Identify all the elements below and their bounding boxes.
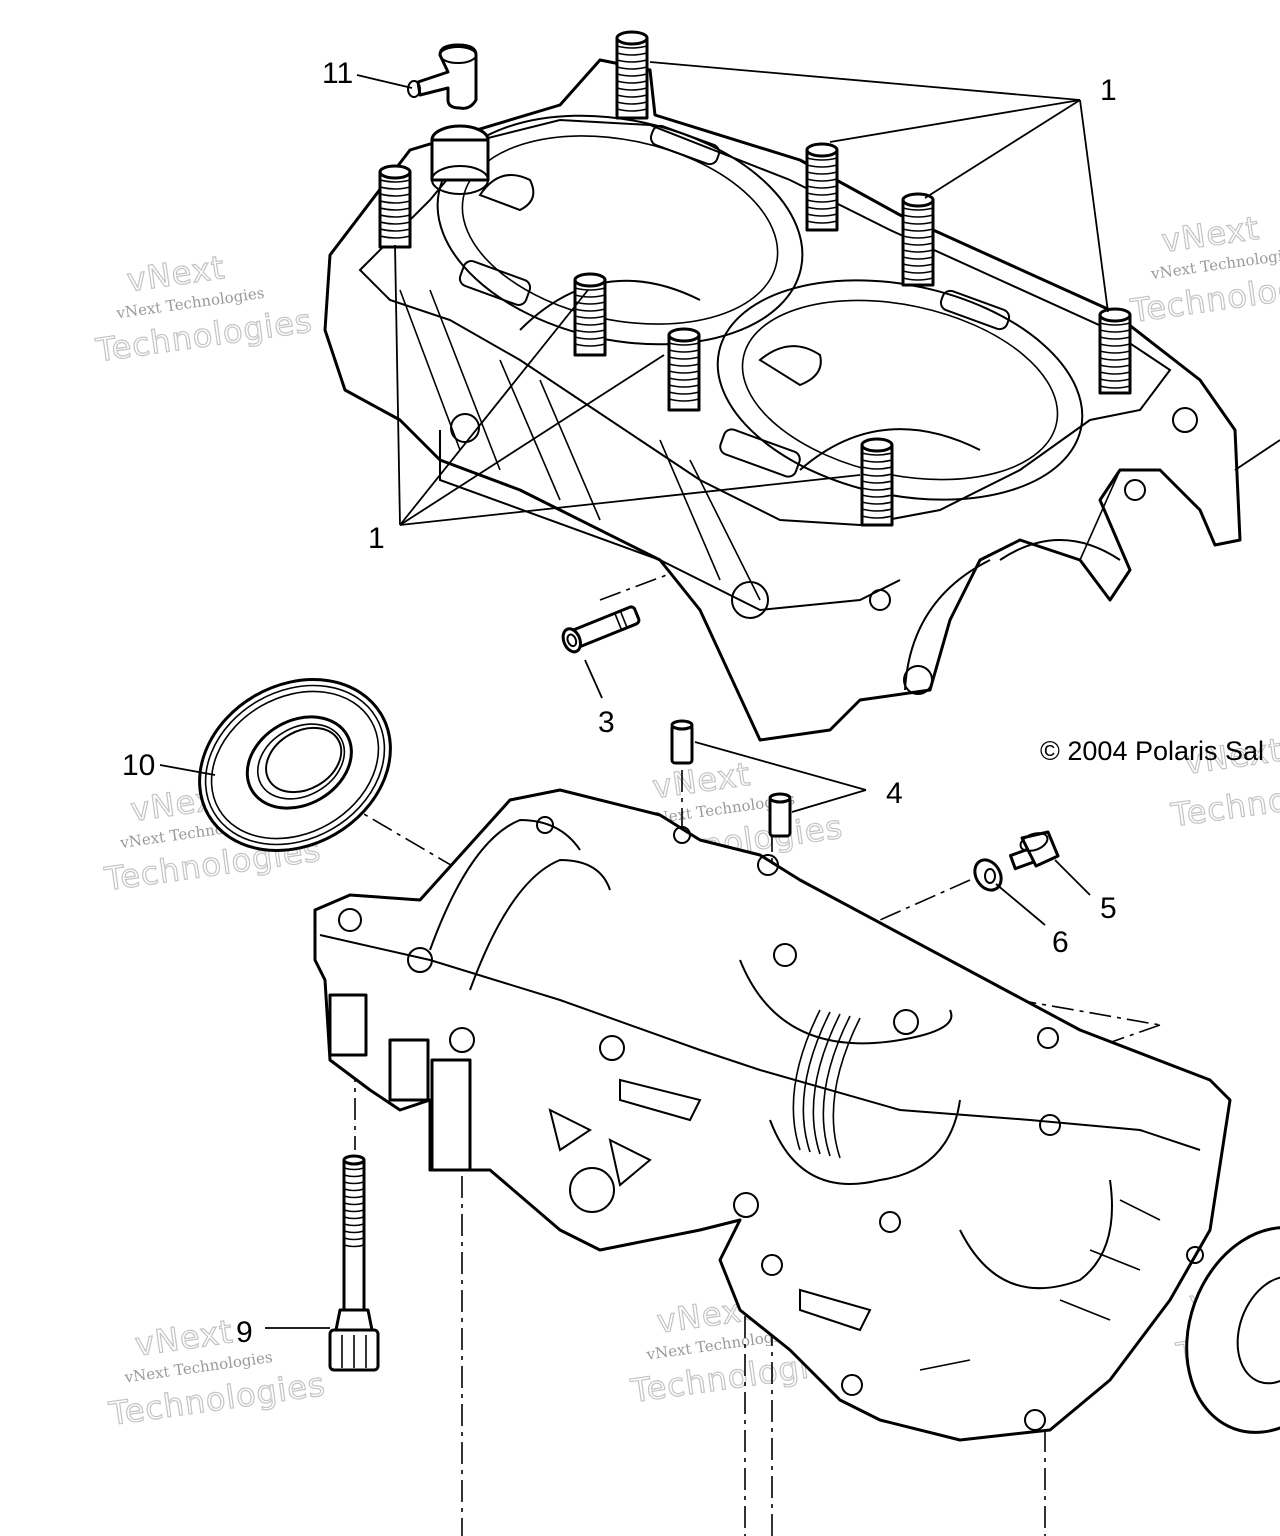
callout-1-mid: 1 (368, 522, 385, 555)
callout-10: 10 (122, 749, 155, 782)
callout-9: 9 (236, 1316, 253, 1349)
lower-crankcase (313, 788, 1232, 1442)
elbow-fitting-part-11 (407, 43, 478, 110)
callout-5: 5 (1100, 892, 1117, 925)
stud-1 (615, 30, 649, 120)
watermark-7: vNext vNext Technologies Technologies (106, 1312, 329, 1434)
upper-crankcase (323, 58, 1242, 742)
callout-6: 6 (1052, 926, 1069, 959)
stud-4 (1098, 307, 1132, 395)
callout-1-top: 1 (1100, 74, 1117, 107)
stud-6 (573, 272, 607, 357)
callout-3: 3 (598, 706, 615, 739)
stud-2 (805, 142, 839, 232)
stud-5 (378, 164, 412, 249)
cylinder-studs (378, 30, 1132, 527)
seal-groove (792, 1009, 861, 1159)
watermark-1: vNext vNext Technologies Technologies (92, 248, 315, 371)
washer-part-6 (973, 858, 1003, 892)
crank-seal-part-10 (198, 678, 392, 852)
dowel-pins-part-4 (670, 719, 792, 838)
leader-lines (159, 61, 1280, 1329)
stud-8 (860, 437, 894, 527)
callouts: 1 1 3 4 5 6 9 10 11 (122, 57, 1117, 1349)
stud-7 (667, 327, 701, 412)
watermark-6: vNext Technologies (1168, 730, 1280, 835)
pin-part-3 (561, 605, 641, 654)
crankcase-bolt-part-9 (328, 1154, 380, 1372)
crank-seal-right (1185, 1226, 1280, 1434)
stud-3 (901, 192, 935, 287)
watermark-3: vNext vNext Technologies Technologies (1127, 208, 1280, 331)
callout-4: 4 (886, 777, 903, 810)
bolt-part-5 (1009, 830, 1060, 871)
copyright-notice: © 2004 Polaris Sal (1040, 736, 1264, 766)
callout-11: 11 (322, 57, 353, 90)
